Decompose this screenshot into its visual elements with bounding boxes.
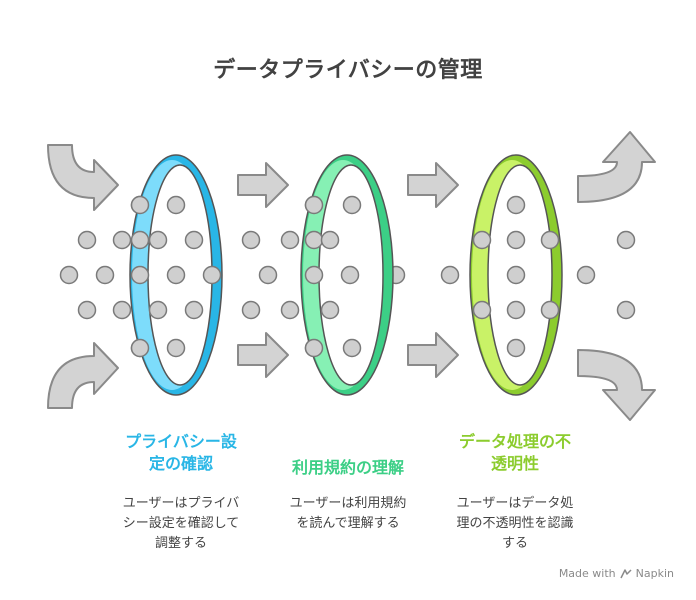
curved-arrow-out-top-icon (577, 131, 656, 203)
rings-layer (129, 154, 563, 396)
particle-dot (576, 265, 596, 285)
particle-dot (112, 300, 132, 320)
particle-dot (241, 300, 261, 320)
stage-1-description: ユーザーはプライバ シー設定を確認して 調整する (122, 496, 240, 551)
particle-dot (258, 265, 278, 285)
particle-dot (506, 195, 526, 215)
right-arrow-icon (237, 162, 289, 208)
particle-dot (112, 230, 132, 250)
arrows-layer (47, 131, 656, 421)
napkin-logo-icon (619, 568, 632, 578)
particle-dot (320, 230, 340, 250)
curved-arrow-in-top-icon (47, 144, 119, 211)
right-arrow-icon (407, 332, 459, 378)
particle-dot (342, 195, 362, 215)
particle-dot (472, 230, 492, 250)
stage-2-heading: 利用規約の理解 (291, 458, 404, 477)
right-arrow-icon (237, 332, 289, 378)
particle-dot (320, 300, 340, 320)
particle-dot (440, 265, 460, 285)
stage-2-description: ユーザーは利用規約 を読んで理解する (289, 496, 407, 531)
particle-dot (77, 230, 97, 250)
particle-dot (340, 265, 360, 285)
right-arrow-icon (407, 162, 459, 208)
particle-dot (130, 230, 150, 250)
stage-3-description: ユーザーはデータ処 理の不透明性を認識 する (456, 496, 574, 551)
particle-dot (280, 230, 300, 250)
particle-dot (130, 265, 150, 285)
particle-dot (166, 265, 186, 285)
curved-arrow-out-bottom-icon (577, 349, 656, 421)
particle-dot (184, 300, 204, 320)
particle-dot (166, 195, 186, 215)
particle-dot (342, 338, 362, 358)
napkin-brand: Napkin (635, 567, 674, 580)
particle-dot (202, 265, 222, 285)
particle-dot (148, 300, 168, 320)
particle-dot (280, 300, 300, 320)
particle-dot (166, 338, 186, 358)
particle-dot (304, 338, 324, 358)
particle-dot (506, 265, 526, 285)
particle-dot (616, 300, 636, 320)
particle-dot (184, 230, 204, 250)
particle-dot (304, 265, 324, 285)
particle-dot (130, 338, 150, 358)
particle-dot (148, 230, 168, 250)
made-with-napkin: Made with Napkin (559, 567, 674, 580)
particle-dot (304, 230, 324, 250)
particle-dot (241, 230, 261, 250)
curved-arrow-in-bottom-icon (47, 342, 119, 409)
particle-dot (77, 300, 97, 320)
particle-dot (95, 265, 115, 285)
page-title: データプライバシーの管理 (213, 58, 483, 83)
particle-dot (304, 195, 324, 215)
particle-dot (506, 300, 526, 320)
particle-dot (506, 338, 526, 358)
particle-dot (540, 230, 560, 250)
particle-dot (59, 265, 79, 285)
particle-dot (616, 230, 636, 250)
stage-1-heading: プライバシー設 定の確認 (125, 432, 237, 473)
particle-dot (472, 300, 492, 320)
particle-dot (540, 300, 560, 320)
particle-dot (130, 195, 150, 215)
made-with-label: Made with (558, 567, 616, 580)
stage-3-heading: データ処理の不 透明性 (458, 432, 571, 473)
particle-dot (506, 230, 526, 250)
